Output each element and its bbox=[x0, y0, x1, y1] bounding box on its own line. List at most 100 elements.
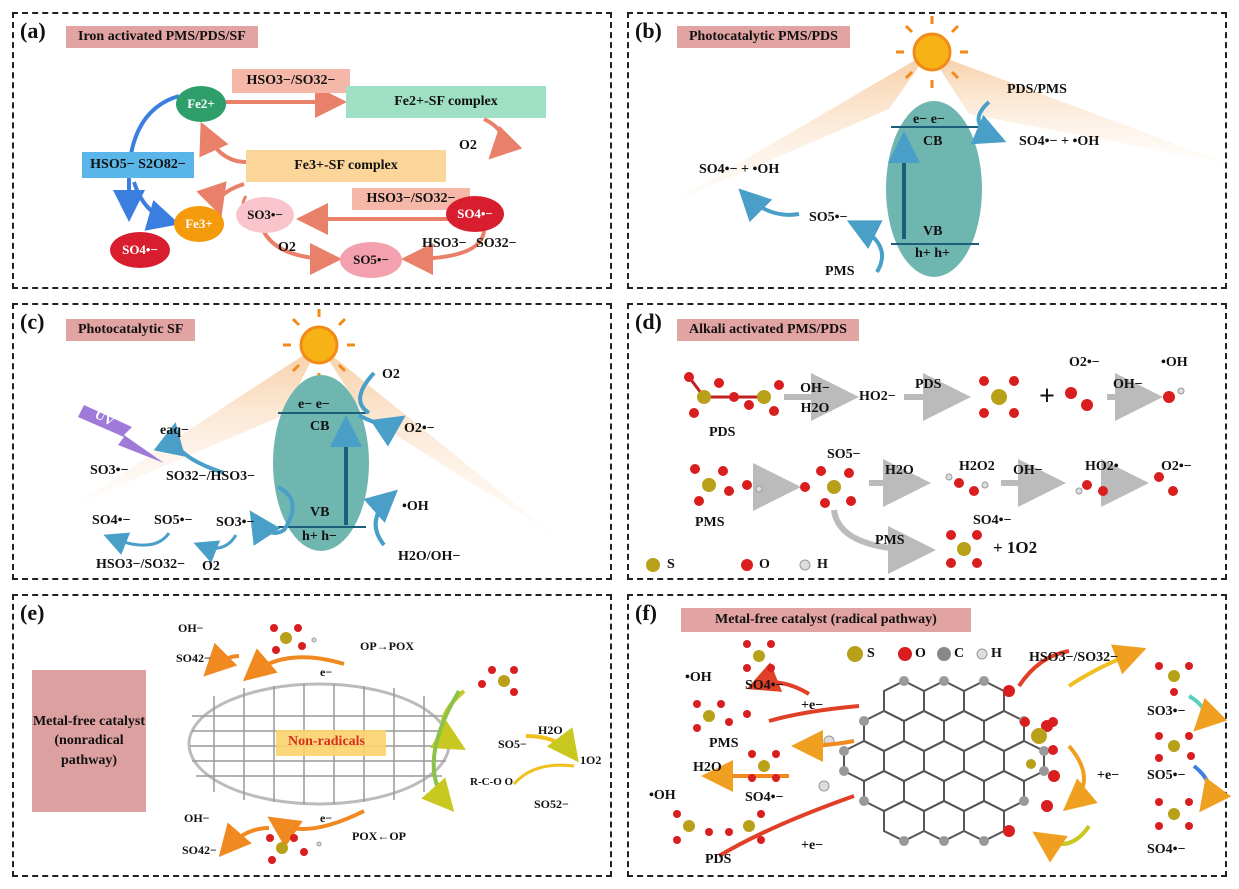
panel-d-graphics: + bbox=[646, 372, 1185, 574]
oh-label: •OH bbox=[685, 670, 712, 685]
pds-label: PDS bbox=[705, 852, 732, 867]
pds-arrow-label: PDS bbox=[915, 377, 942, 392]
so4-top-label: SO42− bbox=[176, 651, 211, 665]
sun-icon bbox=[912, 32, 952, 72]
hso3-mid-box: HSO3−/SO32− bbox=[352, 188, 470, 210]
panel-label: (f) bbox=[635, 600, 657, 625]
op-bot-label: POX←OP bbox=[352, 829, 406, 843]
so5-label: SO5− bbox=[827, 447, 861, 462]
graphene-icon bbox=[843, 679, 1045, 843]
pms-label: PMS bbox=[695, 515, 725, 530]
so4-right-node: SO4•− bbox=[446, 196, 504, 232]
h2o2-label: H2O2 bbox=[959, 459, 995, 474]
op-top-label: OP→POX bbox=[360, 639, 414, 653]
legend-oxygen bbox=[898, 647, 912, 661]
molecule-attached bbox=[1020, 717, 1058, 755]
so5-label: SO5•− bbox=[154, 513, 193, 528]
hso3-label: HSO3−/SO32− bbox=[96, 557, 186, 572]
legend-c-label: C bbox=[954, 646, 965, 661]
so4-label: SO4•− bbox=[92, 513, 131, 528]
legend-sulfur bbox=[847, 646, 863, 662]
legend-o-label: O bbox=[759, 557, 770, 572]
sidebox: Metal-free catalyst (nonradical pathway) bbox=[32, 670, 146, 812]
so5-label: SO5•− bbox=[809, 210, 848, 225]
molecule-so5 bbox=[1155, 732, 1195, 762]
panel-c: (c) Photocatalytic SF UV eaq− SO3•− SO32… bbox=[12, 303, 612, 580]
molecule-so5 bbox=[800, 466, 856, 508]
h2o-label: H2O bbox=[538, 723, 563, 737]
legend-sulfur bbox=[646, 558, 660, 572]
uv-bolt-icon bbox=[78, 405, 164, 463]
ho2-label: HO2− bbox=[859, 389, 896, 404]
so4-c-label: SO4•− bbox=[1147, 842, 1186, 857]
legend-o-label: O bbox=[915, 646, 926, 661]
so3-bot-label: SO32− bbox=[476, 236, 517, 251]
pds-pms-label: PDS/PMS bbox=[1007, 82, 1067, 97]
hso3-top-box: HSO3−/SO32− bbox=[232, 69, 350, 93]
oh2-label: OH− bbox=[1013, 463, 1043, 478]
sun-icon bbox=[299, 325, 339, 365]
so4-a-label: SO4•− bbox=[745, 678, 784, 693]
hso3-bot-label: HSO3− bbox=[422, 236, 467, 251]
legend-s-label: S bbox=[667, 557, 675, 572]
molecule-bottom bbox=[266, 834, 322, 864]
e-bot-label: e− bbox=[320, 811, 333, 825]
svg-text:+: + bbox=[1039, 381, 1055, 412]
fe2-node: Fe2+ bbox=[176, 86, 226, 122]
so52-label: SO52− bbox=[534, 797, 569, 811]
left-product: SO4•− + •OH bbox=[699, 162, 780, 177]
panel-title: Photocatalytic SF bbox=[66, 319, 196, 341]
panel-f: (f) Metal-free catalyst (radical pathway… bbox=[627, 594, 1232, 877]
oh-h2o-label: OH− H2O bbox=[800, 381, 830, 416]
so4-bot-label: SO42− bbox=[182, 843, 217, 857]
pds-label: PDS bbox=[709, 425, 736, 440]
e-b-label: +e− bbox=[801, 838, 824, 853]
legend-h-label: H bbox=[991, 646, 1002, 661]
molecule-o2b bbox=[1154, 472, 1178, 496]
h2o-label: H2O bbox=[885, 463, 914, 478]
o2-product-label: O2•− bbox=[404, 421, 435, 436]
so5-label: SO5− bbox=[498, 737, 527, 751]
so3-mid-label: SO3•− bbox=[216, 515, 255, 530]
legend-oxygen bbox=[741, 559, 753, 571]
panel-e: (e) Metal-free catalyst (nonradical path… bbox=[12, 594, 612, 877]
o2-radical2-label: O2•− bbox=[1161, 459, 1192, 474]
o2-label-a: O2 bbox=[459, 138, 477, 153]
so5-node: SO5•− bbox=[340, 242, 402, 278]
hso3-label: HSO3−/SO32− bbox=[1029, 650, 1119, 665]
molecule-so4-c bbox=[1155, 798, 1193, 830]
oh-top-label: OH− bbox=[178, 621, 204, 635]
so4-b-label: SO4•− bbox=[745, 790, 784, 805]
molecule-so4-b bbox=[748, 750, 780, 782]
vb-label: VB bbox=[310, 505, 330, 520]
cb-label: CB bbox=[923, 134, 943, 149]
molecule-pms bbox=[693, 700, 751, 732]
pms-label: PMS bbox=[825, 264, 855, 279]
molecule-so4-a bbox=[743, 640, 775, 672]
rco-label: R-C-O O bbox=[470, 776, 514, 788]
holes: h+ h+ bbox=[915, 246, 951, 261]
legend-s-label: S bbox=[867, 646, 875, 661]
sulfite-label: SO32−/HSO3− bbox=[166, 469, 256, 484]
molecule-ho2 bbox=[1075, 480, 1108, 496]
e-a-label: +e− bbox=[801, 698, 824, 713]
panel-label: (b) bbox=[635, 18, 662, 43]
panel-title: Metal-free catalyst (radical pathway) bbox=[681, 608, 971, 632]
o2-radical-label: O2•− bbox=[1069, 355, 1100, 370]
legend-hydrogen bbox=[976, 648, 988, 660]
vb-label: VB bbox=[923, 224, 943, 239]
so4-label: SO4•− bbox=[973, 513, 1012, 528]
panel-b-graphics bbox=[669, 16, 1225, 277]
molecule-pms bbox=[690, 464, 763, 506]
molecule-pds bbox=[673, 810, 765, 844]
molecule-h2o2 bbox=[945, 473, 989, 496]
cb-label: CB bbox=[310, 419, 330, 434]
eaq-label: eaq− bbox=[160, 423, 189, 438]
molecule-o2 bbox=[1065, 387, 1093, 411]
molecule-pds bbox=[684, 372, 784, 418]
molecule-top bbox=[270, 624, 317, 654]
pms-label: PMS bbox=[709, 736, 739, 751]
ho2-radical-label: HO2• bbox=[1085, 459, 1119, 474]
so3-left-label: SO3•− bbox=[90, 463, 129, 478]
panel-title: Photocatalytic PMS/PDS bbox=[677, 26, 850, 48]
